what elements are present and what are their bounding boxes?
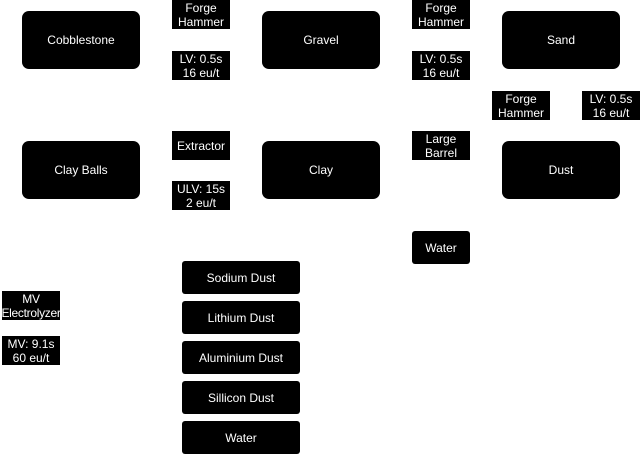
forge-hammer-label: Forge Hammer — [172, 0, 230, 29]
node-clay: Clay — [262, 141, 380, 199]
node-cobblestone: Cobblestone — [22, 11, 140, 69]
node-clay-balls: Clay Balls — [22, 141, 140, 199]
output-water: Water — [182, 421, 300, 454]
output-lithium-dust: Lithium Dust — [182, 301, 300, 334]
output-sodium-dust: Sodium Dust — [182, 261, 300, 294]
forge-hammer-label: Forge Hammer — [412, 0, 470, 29]
node-water-input: Water — [412, 231, 470, 264]
forge-hammer-stats: LV: 0.5s 16 eu/t — [582, 91, 640, 120]
electrolyzer-label: MV Electrolyzer — [1, 291, 61, 320]
extractor-label: Extractor — [172, 131, 230, 160]
forge-hammer-stats: LV: 0.5s 16 eu/t — [412, 51, 470, 80]
forge-hammer-label: Forge Hammer — [492, 91, 550, 120]
node-dust: Dust — [502, 141, 620, 199]
node-sand: Sand — [502, 11, 620, 69]
large-barrel-label: Large Barrel — [412, 131, 470, 160]
extractor-stats: ULV: 15s 2 eu/t — [172, 181, 230, 210]
output-silicon-dust: Sillicon Dust — [182, 381, 300, 414]
output-aluminium-dust: Aluminium Dust — [182, 341, 300, 374]
electrolyzer-stats: MV: 9.1s 60 eu/t — [2, 336, 60, 365]
forge-hammer-stats: LV: 0.5s 16 eu/t — [172, 51, 230, 80]
node-gravel: Gravel — [262, 11, 380, 69]
